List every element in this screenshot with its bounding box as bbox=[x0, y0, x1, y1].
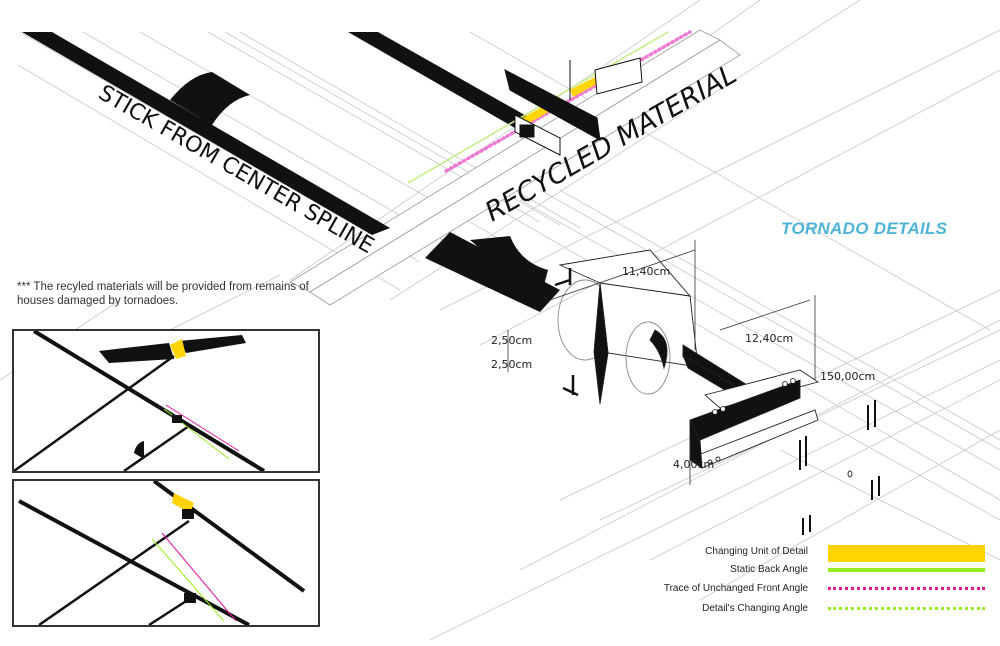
legend-item-unchanged-front-angle: Trace of Unchanged Front Angle bbox=[650, 579, 990, 599]
exploded-assembly bbox=[554, 249, 880, 535]
legend-swatch-dotted-green bbox=[828, 607, 985, 610]
legend-label: Trace of Unchanged Front Angle bbox=[663, 583, 808, 594]
dim-height-bottom: 2,50cm bbox=[491, 358, 532, 371]
inset-bottom-drawing bbox=[18, 481, 306, 625]
legend-item-changing-angle: Detail's Changing Angle bbox=[650, 599, 990, 619]
legend-swatch-dotted-magenta bbox=[828, 587, 985, 590]
legend-swatch-fill bbox=[828, 545, 985, 562]
recycled-note: *** The recyled materials will be provid… bbox=[17, 281, 309, 307]
dim-height-top: 2,50cm bbox=[491, 334, 532, 347]
inset-view-bottom bbox=[12, 479, 320, 627]
legend-item-static-back-angle: Static Back Angle bbox=[650, 560, 990, 580]
legend-swatch-solid bbox=[828, 568, 985, 572]
diagram-title: TORNADO DETAILS bbox=[781, 219, 948, 238]
stick-members bbox=[22, 32, 560, 312]
inset-view-top bbox=[12, 329, 320, 473]
dimension-lines bbox=[507, 240, 816, 485]
legend-label: Static Back Angle bbox=[730, 564, 808, 575]
legend-label: Changing Unit of Detail bbox=[705, 546, 808, 557]
stick-label: STICK FROM CENTER SPLINE bbox=[94, 81, 378, 259]
dim-depth: 12,40cm bbox=[745, 332, 793, 345]
inset-top-drawing bbox=[14, 331, 266, 471]
legend-item-changing-unit: Changing Unit of Detail bbox=[650, 542, 990, 562]
legend-label: Detail's Changing Angle bbox=[702, 603, 808, 614]
top-connector bbox=[504, 57, 643, 156]
dim-thickness: 4,00cm bbox=[673, 458, 714, 471]
dim-width: 11,40cm bbox=[622, 265, 670, 278]
dim-length: 150,00cm bbox=[820, 370, 875, 383]
